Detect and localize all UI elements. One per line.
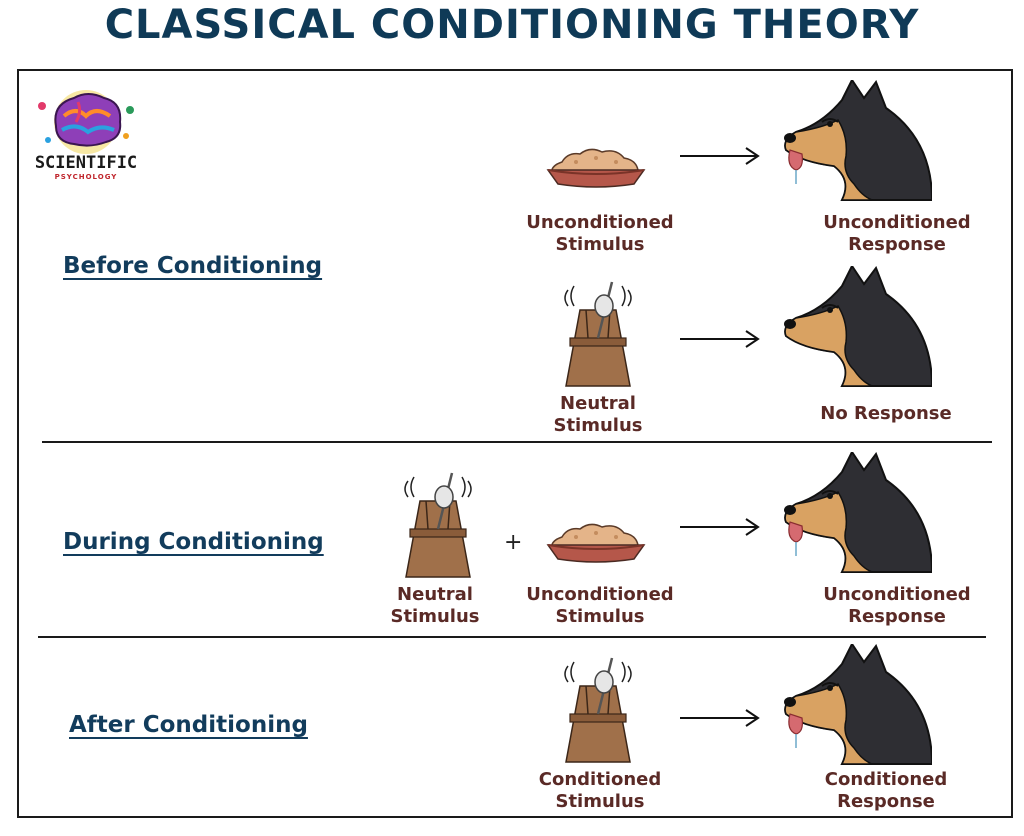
section-divider — [42, 441, 992, 443]
diagram-frame — [17, 69, 1013, 818]
no-response-label: No Response — [820, 403, 952, 424]
brain-logo-icon — [38, 90, 134, 154]
metronome-icon — [563, 280, 633, 388]
arrow-icon — [680, 147, 759, 165]
metronome-icon — [403, 471, 473, 579]
arrow-icon — [680, 330, 759, 348]
stage-heading-before: Before Conditioning — [63, 253, 323, 279]
salivating-dog-icon — [783, 644, 932, 765]
stage-heading-after: After Conditioning — [69, 712, 308, 738]
logo-brand-text: SCIENTIFIC — [34, 153, 138, 173]
salivating-dog-icon — [783, 452, 932, 573]
dog-icon — [783, 266, 932, 387]
section-divider — [38, 636, 986, 638]
page-title: CLASSICAL CONDITIONING THEORY — [104, 2, 920, 48]
food-bowl-icon — [547, 523, 645, 563]
arrow-icon — [680, 518, 759, 536]
logo-sub-text: PSYCHOLOGY — [54, 173, 118, 181]
salivating-dog-icon — [783, 80, 932, 201]
arrow-icon — [680, 709, 759, 727]
food-bowl-icon — [547, 148, 645, 188]
metronome-icon — [563, 656, 633, 764]
plus-sign: + — [504, 530, 523, 555]
stage-heading-during: During Conditioning — [63, 529, 324, 555]
